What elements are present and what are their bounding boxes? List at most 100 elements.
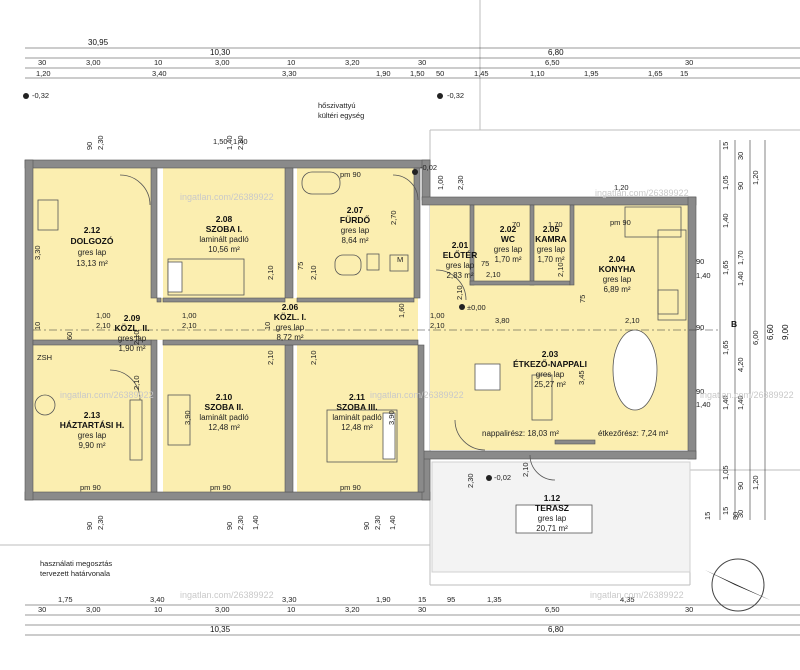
o-380: 3,80 — [495, 316, 510, 325]
room-name: HÁZTARTÁSI H. — [60, 420, 125, 430]
dim-bot-2-7: 6,50 — [545, 605, 560, 614]
room-id: 2.11 — [349, 392, 365, 402]
dim-r-mid-0: 30 — [736, 152, 745, 160]
dimension-lines — [25, 47, 800, 636]
m-label: M — [397, 255, 403, 264]
heatpump-label: hőszivattyú — [318, 101, 356, 110]
watermark: ingatlan.com/26389922 — [595, 188, 689, 198]
watermark: ingatlan.com/26389922 — [590, 590, 684, 600]
o-10a: 10 — [33, 322, 42, 330]
room-floor: gres lap — [276, 323, 305, 332]
dim-top-2-6: 30 — [418, 58, 426, 67]
room-area: 12,48 m² — [208, 423, 240, 432]
room-label-szoba-2: 2.10 SZOBA II. laminált padló 12,48 m² — [199, 392, 249, 432]
room-id: 2.05 — [543, 224, 560, 234]
o-210d: 2,10 — [625, 316, 640, 325]
o-140f: 1,40 — [388, 515, 397, 530]
level-marks — [23, 93, 492, 481]
o-70: 70 — [512, 220, 520, 229]
dim-top-3-8: 1,95 — [584, 69, 599, 78]
room-area: 8,72 m² — [276, 333, 303, 342]
watermark: ingatlan.com/26389922 — [700, 390, 794, 400]
dim-r-tot-1: 9,00 — [781, 324, 790, 340]
room-area: 9,90 m² — [78, 441, 105, 450]
dim-top-3-4: 1,50 — [410, 69, 425, 78]
o-210n: 2,10 — [521, 462, 530, 477]
o-210k: 2,10 — [486, 270, 501, 279]
o-210j: 2,10 — [132, 330, 141, 345]
pm-1: pm 90 — [340, 170, 361, 179]
dim-top-2-1: 3,00 — [86, 58, 101, 67]
o-140e: 1,40 — [251, 515, 260, 530]
level-002b: -0,02 — [494, 473, 511, 482]
dim-top-3-1: 3,40 — [152, 69, 167, 78]
room-floor: gres lap — [536, 370, 565, 379]
o-210b: 2,10 — [182, 321, 197, 330]
room-floor: gres lap — [446, 261, 475, 270]
dim-top-1b: 6,80 — [548, 48, 564, 57]
room-label-dolgozo: 2.12 DOLGOZÓ gres lap 13,13 m² — [71, 225, 114, 268]
room-area: 10,56 m² — [208, 245, 240, 254]
watermark: ingatlan.com/26389922 — [370, 390, 464, 400]
room-id: 2.08 — [216, 214, 233, 224]
dim-bot-1-7: 4,35 — [620, 595, 635, 604]
room-floor: laminált padló — [199, 413, 249, 422]
watermark: ingatlan.com/26389922 — [180, 192, 274, 202]
dim-r-out-0: 1,20 — [751, 170, 760, 185]
room-label-wc: 2.02 WC gres lap 1,70 m² — [494, 224, 523, 264]
room-id: 2.10 — [216, 392, 233, 402]
room-area: 13,13 m² — [76, 259, 108, 268]
o-75a: 75 — [296, 262, 305, 270]
o-100b: 1,00 — [182, 311, 197, 320]
o-345: 3,45 — [577, 370, 586, 385]
room-floor: gres lap — [341, 226, 370, 235]
north-arrow-icon — [705, 558, 770, 612]
room-id: 1.12 — [544, 493, 561, 503]
o-230e: 2,30 — [236, 135, 245, 150]
room-label-haztartasi: 2.13 HÁZTARTÁSI H. gres lap 9,90 m² — [60, 410, 125, 450]
o-170: 1,70 — [548, 220, 563, 229]
heatpump-sub: kültéri egység — [318, 111, 364, 120]
dim-bot-2-5: 3,20 — [345, 605, 360, 614]
dim-top-3-6: 1,45 — [474, 69, 489, 78]
o-150: 1,50 — [213, 137, 228, 146]
dim-r-in-2: 1,40 — [721, 213, 730, 228]
room-label-terasz: 1.12 TERASZ gres lap 20,71 m² — [535, 493, 569, 533]
watermark: ingatlan.com/26389922 — [180, 590, 274, 600]
dim-top-3-2: 3,30 — [282, 69, 297, 78]
o-140c: 1,40 — [696, 400, 711, 409]
dim-bot-1-1: 3,40 — [150, 595, 165, 604]
watermark: ingatlan.com/26389922 — [60, 390, 154, 400]
room-floor: gres lap — [494, 245, 523, 254]
room-label-kamra: 2.05 KAMRA gres lap 1,70 m² — [535, 224, 567, 264]
room-area: 8,64 m² — [341, 236, 368, 245]
level-032b: -0,32 — [447, 91, 464, 100]
room-area: 1,90 m² — [118, 344, 145, 353]
dim-bot-3-0: 10,35 — [210, 625, 231, 634]
o-390a: 3,90 — [183, 410, 192, 425]
dim-top-3-9: 1,65 — [648, 69, 663, 78]
dim-r-in-7: 15 — [721, 507, 730, 515]
nappali-resz: nappalirész: 18,03 m² — [482, 429, 559, 438]
room-id: 2.13 — [84, 410, 101, 420]
usage-line-1: használati megosztás — [40, 559, 112, 568]
o-230g: 2,30 — [373, 515, 382, 530]
room-area: 6,89 m² — [603, 285, 630, 294]
dim-overall: 30,95 — [88, 38, 109, 47]
room-floor: gres lap — [118, 334, 147, 343]
o-230c: 2,30 — [466, 473, 475, 488]
dim-bot-3-1: 6,80 — [548, 625, 564, 634]
room-name: ELŐTÉR — [443, 249, 477, 260]
room-area: 25,27 m² — [534, 380, 566, 389]
room-area: 2,83 m² — [446, 271, 473, 280]
o-160: 1,60 — [397, 303, 406, 318]
top-dimensions: 30,95 10,30 6,80 30 3,00 10 3,00 10 3,20… — [36, 38, 693, 78]
o-100a: 1,00 — [96, 311, 111, 320]
o-100d: 1,00 — [436, 175, 445, 190]
level-032a: -0,32 — [32, 91, 49, 100]
room-area: 12,48 m² — [341, 423, 373, 432]
right-dimensions: 15 1,05 1,40 1,65 1,65 1,40 1,05 15 30 9… — [721, 142, 790, 518]
o-75b: 75 — [578, 295, 587, 303]
dim-r-mid-1: 90 — [736, 182, 745, 190]
